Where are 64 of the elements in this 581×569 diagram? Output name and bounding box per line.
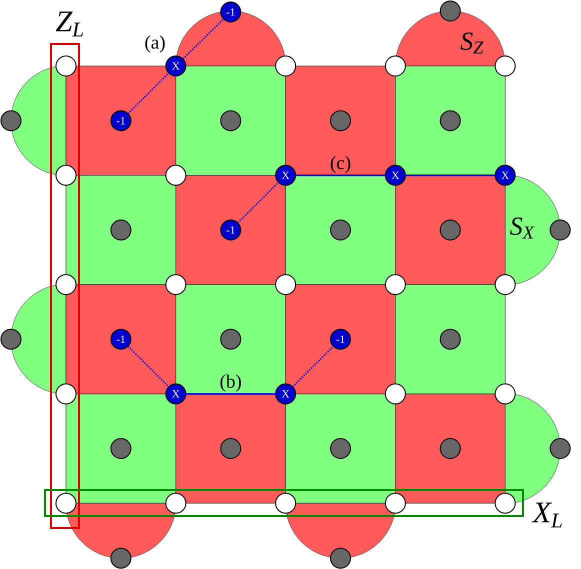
error-chain-line: [182, 18, 224, 60]
operator-label: S$_{X}$: [510, 218, 534, 238]
chain-label: (a): [145, 35, 165, 53]
data-qubit: [384, 492, 406, 514]
error-chain-line: [127, 72, 170, 114]
error-qubit: X: [165, 56, 186, 76]
edge-label: (b): [220, 374, 241, 392]
error-qubit: X: [275, 164, 296, 186]
data-qubit: [494, 274, 516, 296]
data-qubit: [384, 274, 406, 296]
data-qubit: [494, 492, 516, 514]
data-qubit: [384, 56, 406, 76]
data-qubit: [56, 383, 76, 404]
ancilla-qubit: [330, 548, 351, 569]
edge-label: (c): [330, 156, 350, 174]
ancilla-qubit: [220, 328, 242, 350]
ancilla-qubit: [110, 438, 132, 459]
ancilla-qubit: [330, 438, 351, 459]
ancilla-qubit: [440, 220, 461, 240]
data-qubit: [165, 164, 186, 186]
error-qubit: -1: [110, 328, 132, 350]
error-qubit: X: [384, 164, 406, 186]
ancilla-qubit: [330, 110, 351, 132]
error-qubit: -1: [110, 110, 132, 132]
ancilla-qubit: [440, 438, 461, 459]
ancilla-qubit: [0, 328, 22, 350]
data-qubit: [275, 492, 296, 514]
ancilla-qubit: [550, 438, 571, 459]
data-qubit: [165, 492, 186, 514]
data-qubit: [56, 56, 76, 76]
ancilla-qubit: [220, 110, 242, 132]
error-qubit: X: [165, 383, 186, 404]
data-qubit: [56, 164, 76, 186]
ancilla-qubit: [440, 110, 461, 132]
data-qubit: [56, 492, 76, 514]
ancilla-qubit: [0, 110, 22, 132]
error-chain-line: [186, 393, 276, 395]
data-qubit: [275, 56, 296, 76]
data-qubit: [165, 274, 186, 296]
operator-label: Z$_{L}$: [56, 12, 83, 36]
error-chain-line: [292, 346, 334, 388]
ancilla-qubit: [110, 220, 132, 240]
data-qubit: [494, 383, 516, 404]
ancilla-qubit: [330, 220, 351, 240]
ancilla-qubit: [550, 220, 571, 240]
data-qubit: [56, 274, 76, 296]
ancilla-qubit: [440, 0, 461, 22]
error-qubit: X: [275, 383, 296, 404]
data-qubit: [275, 274, 296, 296]
ancilla-qubit: [220, 438, 242, 459]
error-qubit: -1: [220, 220, 242, 240]
error-qubit: X: [494, 164, 516, 186]
error-qubit: -1: [330, 328, 351, 350]
data-qubit: [494, 56, 516, 76]
data-qubit: [384, 383, 406, 404]
ancilla-qubit: [440, 328, 461, 350]
error-qubit: -1: [220, 2, 242, 22]
error-chain-line: [405, 174, 496, 176]
operator-label: X$_{L}$: [532, 502, 562, 528]
operator-label: S$_{Z}$: [460, 32, 484, 54]
error-chain-line: [237, 182, 280, 224]
error-chain-line: [296, 174, 386, 176]
ancilla-qubit: [110, 548, 132, 569]
error-chain-line: [127, 346, 170, 388]
